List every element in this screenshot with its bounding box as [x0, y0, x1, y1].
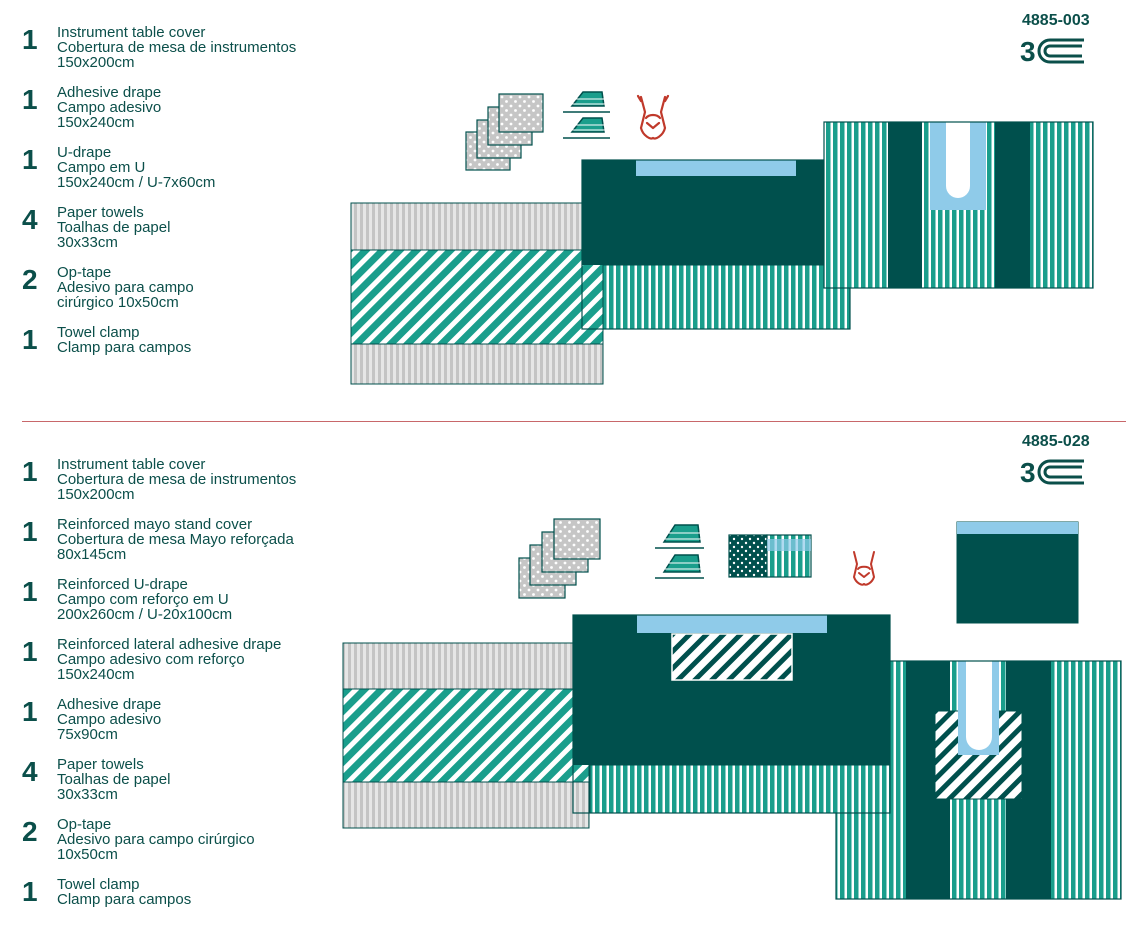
item-name-pt: Toalhas de papel: [57, 771, 171, 788]
item-size: 200x260cm / U-20x100cm: [57, 606, 233, 623]
item-name-pt: Cobertura de mesa de instrumentos: [57, 39, 297, 56]
kit-illustration: [342, 518, 1122, 900]
item-quantity: 1: [22, 516, 38, 547]
item-name: Paper towels: [57, 756, 144, 773]
item-name-pt: Campo adesivo com reforço: [57, 651, 245, 668]
item-size: 75x90cm: [57, 726, 118, 743]
item-quantity: 2: [22, 264, 38, 295]
item-name: Instrument table cover: [57, 456, 206, 473]
kit-panel-bottom: 4885-028 3 1 Instrument table cover Cobe…: [0, 421, 1134, 937]
svg-text:3: 3: [1020, 36, 1036, 66]
item-quantity: 1: [22, 144, 38, 175]
item-size: 150x240cm / U-7x60cm: [57, 174, 216, 191]
item-size: 30x33cm: [57, 786, 118, 803]
item-quantity: 1: [22, 456, 38, 487]
item-name-pt: Campo adesivo: [57, 99, 162, 116]
item-quantity: 1: [22, 84, 38, 115]
item-name-pt: Clamp para campos: [57, 339, 192, 356]
item-name-pt: Clamp para campos: [57, 891, 192, 908]
adhesive-drape: [581, 159, 851, 330]
item-quantity: 1: [22, 636, 38, 667]
item-name-pt: Campo com reforço em U: [57, 591, 229, 608]
mayo-stand-cover: [956, 521, 1079, 624]
divider: [22, 421, 1126, 422]
item-quantity: 1: [22, 696, 38, 727]
item-name: Op-tape: [57, 816, 112, 833]
item-name-pt: Adesivo para campo cirúrgico: [57, 831, 255, 848]
item-size: 150x240cm: [57, 666, 135, 683]
item-quantity: 4: [22, 756, 38, 787]
svg-text:3: 3: [1020, 457, 1036, 487]
item-size: 150x240cm: [57, 114, 135, 131]
item-quantity: 1: [22, 576, 38, 607]
item-quantity: 2: [22, 816, 38, 847]
u-drape: [823, 121, 1094, 289]
reinforced-lateral-adhesive-drape: [572, 614, 891, 814]
paper-towels-stack: [518, 518, 601, 599]
brand-logo-icon: 3: [1020, 457, 1086, 492]
item-name: Adhesive drape: [57, 84, 162, 101]
item-name-pt: Campo em U: [57, 159, 146, 176]
item-name: U-drape: [57, 144, 112, 161]
op-tape-icon: [563, 91, 610, 139]
item-name-pt: Cobertura de mesa Mayo reforçada: [57, 531, 294, 548]
item-name-pt: Campo adesivo: [57, 711, 162, 728]
paper-towels-stack: [465, 93, 544, 171]
towel-clamp-icon: [853, 551, 875, 586]
item-name: Towel clamp: [57, 324, 140, 341]
instrument-table-cover: [350, 202, 604, 385]
item-size: 10x50cm: [57, 846, 118, 863]
kit-code: 4885-003: [1022, 12, 1090, 29]
item-quantity: 1: [22, 876, 38, 907]
item-quantity: 1: [22, 24, 38, 55]
instrument-table-cover: [342, 642, 590, 829]
item-size: 150x200cm: [57, 54, 135, 71]
item-size: cirúrgico 10x50cm: [57, 294, 179, 311]
item-name-pt: Toalhas de papel: [57, 219, 171, 236]
item-name: Instrument table cover: [57, 24, 206, 41]
item-name: Reinforced U-drape: [57, 576, 188, 593]
kit-code: 4885-028: [1022, 433, 1090, 450]
item-size: 80x145cm: [57, 546, 127, 563]
item-name: Paper towels: [57, 204, 144, 221]
item-name: Reinforced mayo stand cover: [57, 516, 253, 533]
item-name: Reinforced lateral adhesive drape: [57, 636, 282, 653]
kit-illustration: [350, 91, 1094, 385]
adhesive-drape-roll: [728, 534, 812, 578]
op-tape-icon: [655, 524, 704, 579]
item-name-pt: Adesivo para campo: [57, 279, 194, 296]
item-name: Op-tape: [57, 264, 112, 281]
item-quantity: 1: [22, 324, 38, 355]
item-name: Towel clamp: [57, 876, 140, 893]
item-quantity: 4: [22, 204, 38, 235]
towel-clamp-icon: [636, 94, 670, 140]
brand-logo-icon: 3: [1020, 36, 1086, 71]
kit-panel-top: 4885-003 3 1 Instrument table cover Cobe…: [0, 0, 1134, 421]
item-size: 150x200cm: [57, 486, 135, 503]
item-size: 30x33cm: [57, 234, 118, 251]
item-name-pt: Cobertura de mesa de instrumentos: [57, 471, 297, 488]
item-name: Adhesive drape: [57, 696, 162, 713]
